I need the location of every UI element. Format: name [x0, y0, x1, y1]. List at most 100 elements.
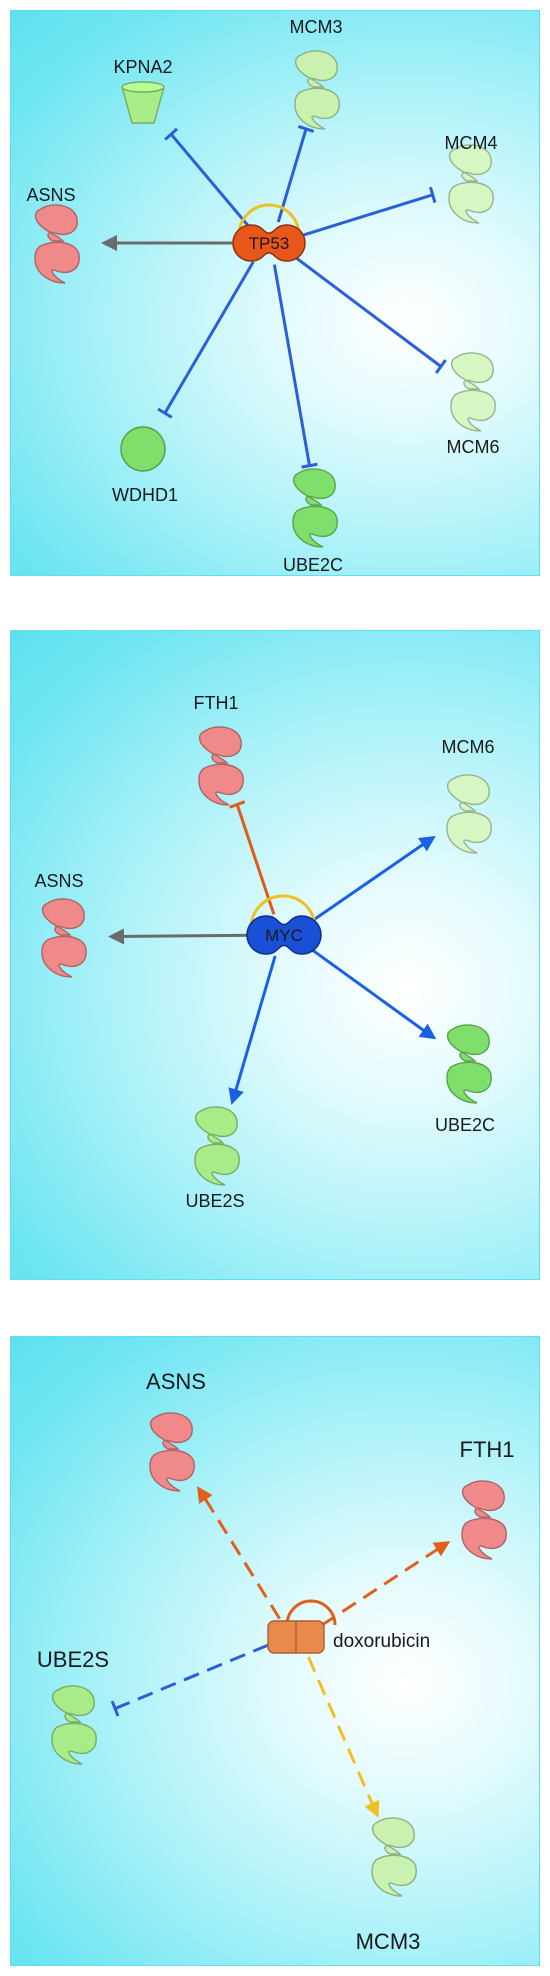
hub-label: MYC — [265, 926, 303, 945]
edge-inhibit-bar — [297, 125, 315, 133]
node-label-mcm6: MCM6 — [447, 437, 500, 457]
protein-lobe-upper — [371, 1817, 415, 1855]
edge-line — [235, 804, 276, 915]
node-ube2c — [292, 468, 338, 548]
protein-lobe-lower — [292, 505, 338, 548]
node-mcm6 — [450, 352, 496, 432]
protein-lobe-lower — [41, 935, 87, 978]
edge-inhibit-bar — [229, 800, 246, 809]
protein-lobe-lower — [446, 1061, 492, 1104]
edge-doxorubicin-to-mcm3 — [307, 1656, 380, 1818]
protein-lobe-lower — [51, 1722, 97, 1765]
node-label-wdhd1: WDHD1 — [112, 485, 178, 505]
node-mcm3 — [371, 1817, 417, 1897]
hub-dumbbell — [246, 915, 322, 955]
edge-arrowhead — [418, 835, 436, 852]
edge-arrowhead — [101, 235, 117, 251]
edge-inhibit-bar — [164, 127, 179, 141]
protein-lobe-lower — [371, 1854, 417, 1897]
protein-lobe-lower — [198, 763, 244, 806]
node-label-asns: ASNS — [34, 871, 83, 891]
protein-lobe-upper — [450, 352, 494, 390]
node-wdhd1 — [120, 426, 166, 472]
panel-background — [11, 11, 539, 575]
node-label-ube2c: UBE2C — [283, 555, 343, 575]
node-ube2s — [194, 1106, 240, 1186]
node-asns — [149, 1412, 195, 1492]
protein-lobe-upper — [194, 1106, 238, 1144]
node-label-ube2c: UBE2C — [435, 1115, 495, 1135]
node-asns — [34, 204, 80, 284]
protein-lobe-upper — [448, 144, 492, 182]
edge-myc-to-ube2c — [307, 946, 437, 1040]
panel-background — [11, 631, 539, 1279]
hub-node-doxorubicin — [267, 1620, 325, 1654]
edge-tp53-to-mcm4 — [297, 186, 437, 239]
edge-arrowhead — [197, 1486, 213, 1504]
edge-inhibit-bar — [435, 359, 447, 374]
edge-tp53-to-asns — [101, 235, 239, 251]
protein-lobe-lower — [294, 87, 340, 130]
self-loop-arc — [249, 894, 317, 929]
protein-lobe-lower — [446, 811, 492, 854]
edge-doxorubicin-to-asns — [197, 1486, 281, 1620]
node-kpna2 — [121, 81, 165, 124]
edge-line — [320, 1545, 443, 1627]
hub-label: TP53 — [249, 234, 290, 253]
protein-lobe-upper — [461, 1480, 505, 1518]
edge-arrowhead — [432, 1541, 451, 1557]
self-loop-edge — [237, 203, 301, 236]
node-asns — [41, 898, 87, 978]
edge-arrowhead — [364, 1799, 380, 1818]
edge-inhibit-bar — [301, 462, 318, 469]
hub-node-myc — [246, 915, 322, 955]
edge-line — [117, 933, 255, 939]
self-loop-edge — [249, 894, 317, 929]
edge-line — [307, 946, 429, 1035]
node-fth1 — [461, 1480, 507, 1560]
protein-lobe-upper — [446, 1024, 490, 1062]
protein-lobe-upper — [198, 726, 242, 764]
protein-lobe-lower — [461, 1517, 507, 1560]
protein-lobe-upper — [51, 1685, 95, 1723]
node-label-mcm6: MCM6 — [442, 737, 495, 757]
hub-dumbbell — [232, 224, 306, 262]
node-label-fth1: FTH1 — [460, 1437, 515, 1462]
node-label-mcm3: MCM3 — [356, 1929, 421, 1954]
node-label-fth1: FTH1 — [194, 693, 239, 713]
node-mcm4 — [448, 144, 494, 224]
edge-inhibit-bar — [110, 1700, 120, 1717]
protein-lobe-upper — [292, 468, 336, 506]
self-loop-arc — [237, 203, 301, 236]
edge-line — [169, 133, 251, 228]
protein-lobe-lower — [149, 1449, 195, 1492]
protein-lobe-lower — [448, 181, 494, 224]
edge-doxorubicin-to-ube2s — [110, 1643, 269, 1717]
protein-lobe-upper — [41, 898, 85, 936]
edge-line — [232, 955, 277, 1096]
node-ube2s — [51, 1685, 97, 1765]
edge-line — [308, 840, 429, 925]
edge-myc-to-fth1 — [229, 800, 276, 915]
node-label-asns: ASNS — [26, 185, 75, 205]
edge-line — [297, 193, 434, 239]
protein-lobe-upper — [294, 50, 338, 88]
node-label-mcm3: MCM3 — [290, 17, 343, 37]
edge-line — [201, 1493, 281, 1620]
node-label-asns: ASNS — [146, 1369, 206, 1394]
edge-tp53-to-mcm6 — [292, 254, 447, 374]
edge-inhibit-bar — [429, 186, 437, 203]
edge-tp53-to-wdhd1 — [157, 261, 255, 419]
edge-line — [276, 128, 308, 223]
edge-line — [307, 1656, 376, 1810]
edge-myc-to-mcm6 — [308, 835, 436, 925]
node-label-ube2s: UBE2S — [185, 1191, 244, 1211]
edge-arrowhead — [228, 1087, 244, 1105]
edge-doxorubicin-to-fth1 — [320, 1541, 451, 1627]
hub-node-tp53 — [232, 224, 306, 262]
edge-line — [163, 261, 255, 414]
edge-tp53-to-mcm3 — [276, 125, 315, 223]
